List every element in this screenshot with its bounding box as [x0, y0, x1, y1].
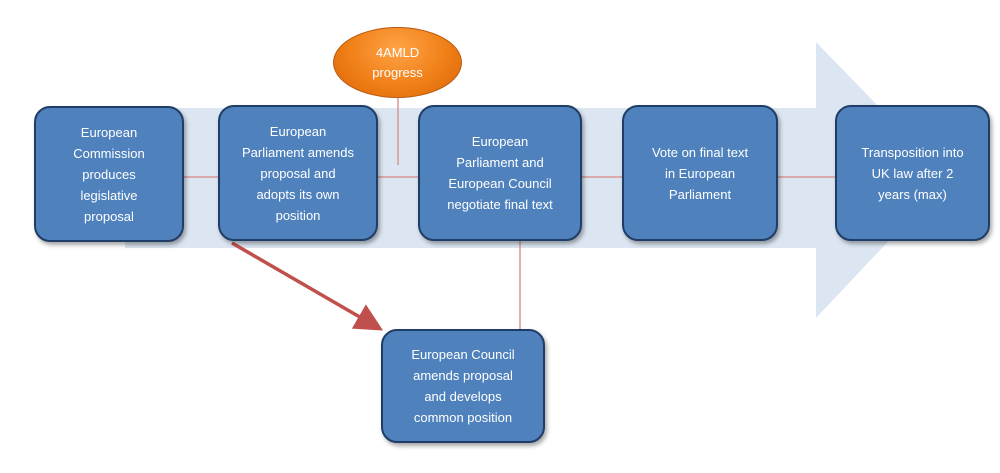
step-box-parliament-amends: European Parliament amends proposal and …	[218, 105, 378, 241]
step-label: European Council amends proposal and dev…	[411, 347, 515, 425]
step-label: European Parliament and European Council…	[447, 134, 553, 212]
step-label: European Parliament amends proposal and …	[242, 123, 354, 223]
step-label: European Commission produces legislative…	[73, 124, 145, 224]
step-box-negotiate: European Parliament and European Council…	[418, 105, 582, 241]
progress-oval: 4AMLD progress	[333, 27, 462, 98]
step-label: Vote on final text in European Parliamen…	[651, 144, 749, 202]
step-box-council-amends: European Council amends proposal and dev…	[381, 329, 545, 443]
step-label: Transposition into UK law after 2 years …	[861, 144, 964, 202]
red-flow-arrow	[231, 241, 384, 331]
step-box-vote: Vote on final text in European Parliamen…	[622, 105, 778, 241]
progress-label: 4AMLD progress	[372, 44, 423, 80]
step-box-commission: European Commission produces legislative…	[34, 106, 184, 242]
step-box-transposition: Transposition into UK law after 2 years …	[835, 105, 990, 241]
